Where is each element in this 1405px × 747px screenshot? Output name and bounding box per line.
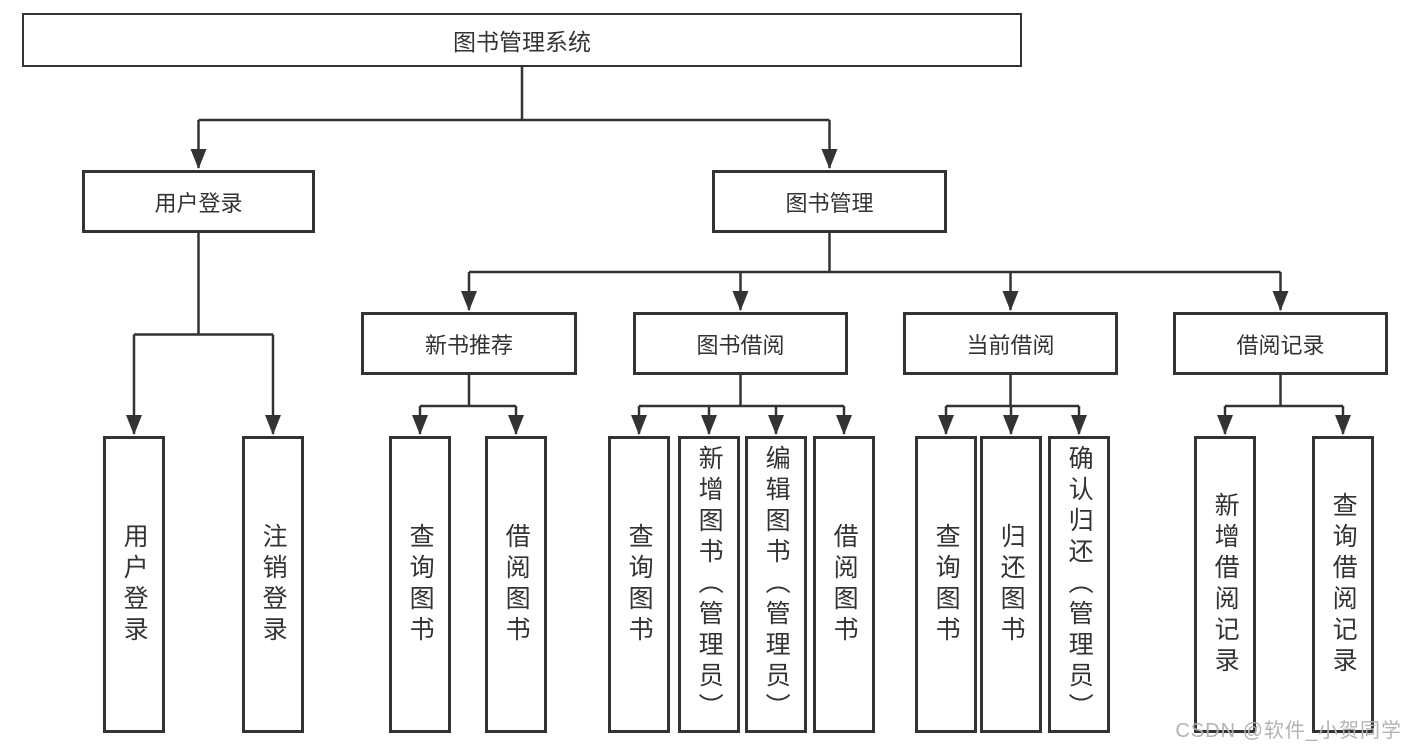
leaf-add-borrow-record: 新增借阅记录 [1194, 436, 1256, 733]
node-book-management: 图书管理 [712, 170, 947, 233]
leaf-logout-label: 注销登录 [259, 522, 288, 647]
node-book-borrow-label: 图书借阅 [696, 332, 785, 358]
leaf-return-books-label: 归还图书 [997, 522, 1026, 647]
leaf-query-books-borrow-label: 查询图书 [625, 522, 654, 647]
node-book-borrow: 图书借阅 [633, 312, 848, 375]
connector-book-borrow-children [631, 375, 852, 435]
leaf-query-books-recommend: 查询图书 [389, 436, 451, 733]
leaf-borrow-books-recommend-label: 借阅图书 [502, 522, 531, 647]
connector-user-login-children [126, 233, 281, 435]
leaf-confirm-return-admin: 确认归还（管理员） [1048, 436, 1110, 733]
node-current-borrow: 当前借阅 [903, 312, 1118, 375]
leaf-borrow-books-recommend: 借阅图书 [485, 436, 547, 733]
node-current-borrow-label: 当前借阅 [966, 332, 1055, 358]
leaf-query-borrow-record-label: 查询借阅记录 [1329, 491, 1358, 678]
watermark: CSDN @软件_小贺同学 [1175, 720, 1402, 742]
leaf-add-book-admin-label: 新增图书（管理员） [695, 445, 724, 724]
connector-root-to-level2 [190, 67, 838, 169]
leaf-query-borrow-record: 查询借阅记录 [1312, 436, 1374, 733]
node-new-book-recommend: 新书推荐 [361, 312, 577, 375]
leaf-edit-book-admin: 编辑图书（管理员） [745, 436, 807, 733]
connector-new-book-recommend-children [412, 375, 524, 435]
leaf-edit-book-admin-label: 编辑图书（管理员） [762, 445, 791, 724]
leaf-user-login: 用户登录 [103, 436, 165, 733]
node-root-label: 图书管理系统 [453, 29, 591, 55]
connector-borrow-records-children [1217, 375, 1351, 435]
node-book-management-label: 图书管理 [785, 190, 874, 216]
connector-current-borrow-children [938, 375, 1087, 435]
leaf-query-books-borrow: 查询图书 [608, 436, 670, 733]
leaf-borrow-books-label: 借阅图书 [830, 522, 859, 647]
leaf-query-books-current-label: 查询图书 [932, 522, 961, 647]
leaf-confirm-return-admin-label: 确认归还（管理员） [1065, 445, 1094, 724]
leaf-add-book-admin: 新增图书（管理员） [678, 436, 740, 733]
node-user-login: 用户登录 [82, 170, 315, 233]
leaf-query-books-recommend-label: 查询图书 [406, 522, 435, 647]
leaf-query-books-current: 查询图书 [915, 436, 977, 733]
node-borrow-records-label: 借阅记录 [1236, 332, 1325, 358]
connector-book-management-children [461, 233, 1289, 311]
node-new-book-recommend-label: 新书推荐 [424, 332, 513, 358]
leaf-return-books: 归还图书 [980, 436, 1042, 733]
leaf-borrow-books: 借阅图书 [813, 436, 875, 733]
node-root: 图书管理系统 [22, 13, 1022, 67]
node-user-login-label: 用户登录 [154, 190, 243, 216]
leaf-logout: 注销登录 [242, 436, 304, 733]
node-borrow-records: 借阅记录 [1173, 312, 1388, 375]
leaf-user-login-label: 用户登录 [120, 522, 149, 647]
leaf-add-borrow-record-label: 新增借阅记录 [1211, 491, 1240, 678]
